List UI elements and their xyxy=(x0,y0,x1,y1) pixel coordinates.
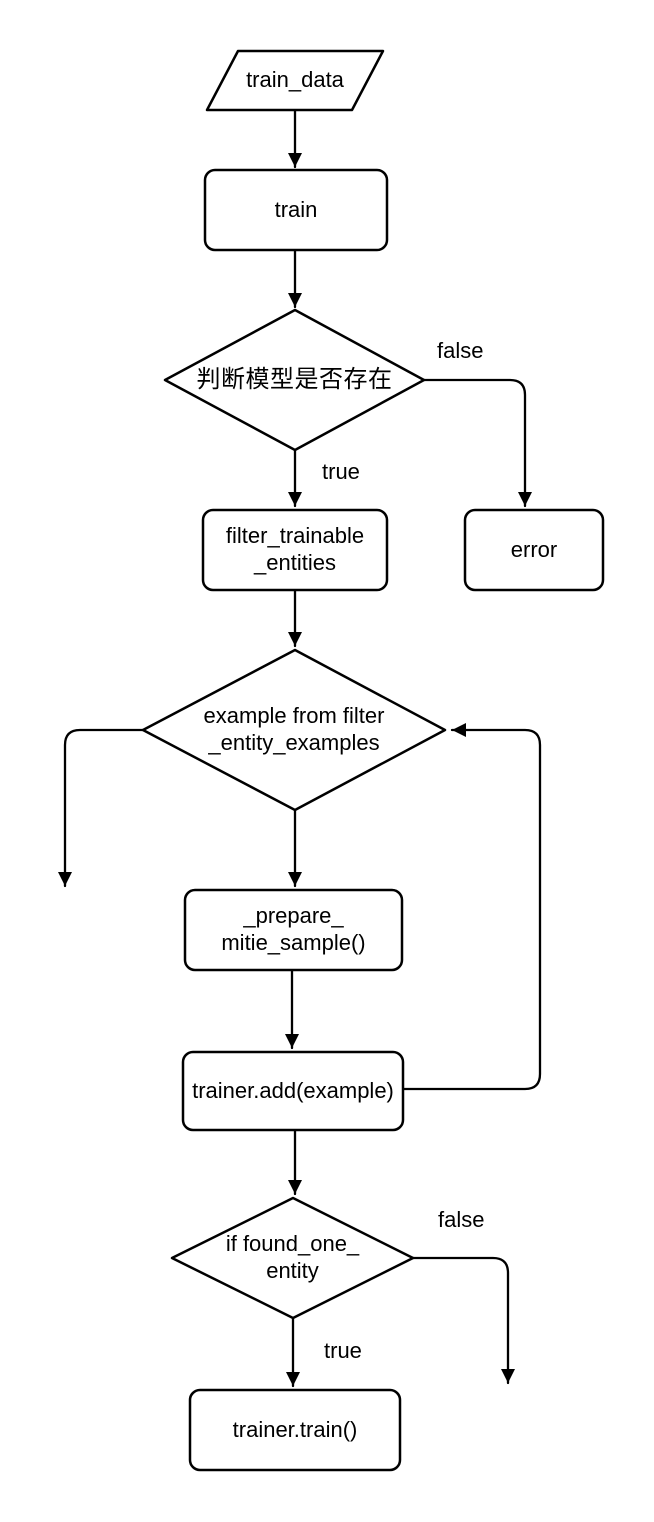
node-filter-trainable-entities-shape xyxy=(201,508,389,592)
node-trainer-train-shape xyxy=(188,1388,402,1472)
node-trainer-add-example-shape xyxy=(181,1050,405,1132)
node-found-one-entity-decision-shape xyxy=(170,1196,415,1320)
edge-exampleloop-exit-left xyxy=(58,728,145,888)
node-train-data-shape xyxy=(205,49,385,112)
edge-foundone-false-exit xyxy=(411,1256,515,1385)
edge-modelexists-false-to-error xyxy=(422,378,532,508)
node-example-loop-decision-shape xyxy=(141,648,447,812)
node-model-exists-decision-shape xyxy=(163,308,426,452)
node-prepare-mitie-sample-shape xyxy=(183,888,404,972)
edge-traineradd-loop-to-exampleloop xyxy=(401,723,542,1091)
node-train-shape xyxy=(203,168,389,252)
node-error-shape xyxy=(463,508,605,592)
